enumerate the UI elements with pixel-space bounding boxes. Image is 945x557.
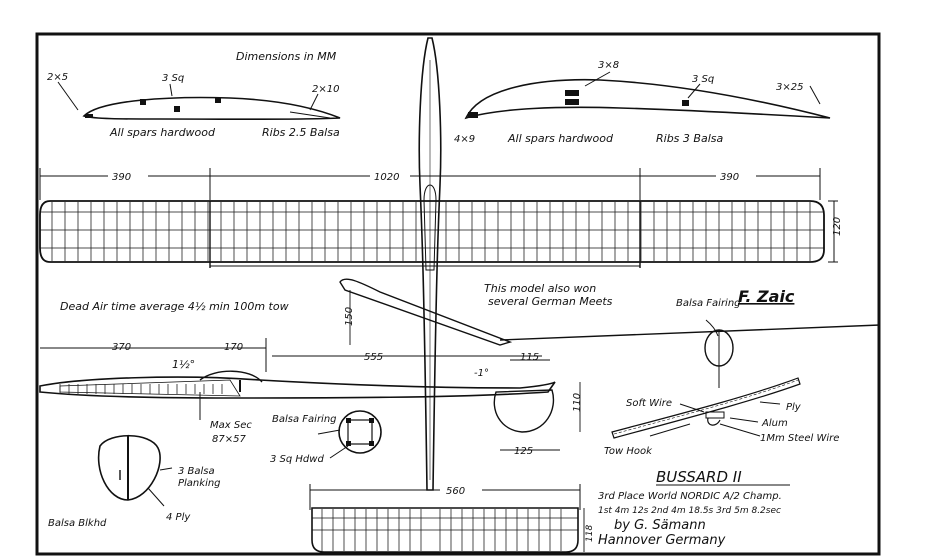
- balsa-fairing-top-label: Balsa Fairing: [676, 298, 741, 309]
- ply-label: 4 Ply: [166, 512, 191, 523]
- root-spar-main-label: 3 Sq: [162, 73, 184, 84]
- angle-front: 1½°: [172, 358, 195, 371]
- wing-chord-dim: 120: [832, 217, 843, 236]
- dim-555: 555: [364, 352, 383, 363]
- title-line4: Hannover Germany: [598, 533, 726, 548]
- fin-height-dim: 150: [344, 307, 355, 326]
- planking-line1: 3 Balsa: [178, 466, 215, 477]
- drawing-border: [35, 32, 881, 556]
- soft-wire-label: Soft Wire: [626, 398, 672, 409]
- planking-line2: Planking: [178, 478, 221, 489]
- balsa-fairing-top: [704, 319, 734, 388]
- record-note-line1: This model also won: [484, 282, 596, 295]
- tip-spar-top-label: 3×8: [598, 60, 619, 71]
- tip-spars-note: All spars hardwood: [507, 132, 614, 145]
- title-line1: 3rd Place World NORDIC A/2 Champ.: [598, 491, 782, 502]
- fuselage-top-view: [418, 37, 442, 491]
- tail-span-dim: 125: [514, 446, 533, 457]
- hardwood-label: 3 Sq Hdwd: [270, 454, 324, 465]
- alum-label: Alum: [761, 418, 788, 429]
- fin-side-view: [339, 278, 881, 346]
- root-spar-le-label: 2×5: [47, 72, 68, 83]
- ply-small-label: Ply: [786, 402, 802, 413]
- dimensions-note: Dimensions in MM: [236, 50, 337, 63]
- root-airfoil: [57, 81, 341, 121]
- max-section-line2: 87×57: [212, 434, 246, 445]
- dim-370: 370: [112, 342, 131, 353]
- model-name: BUSSARD II: [656, 468, 742, 486]
- dim-115: 115: [520, 352, 539, 363]
- designer-signature: F. Zaic: [738, 287, 795, 306]
- tip-airfoil: [464, 71, 831, 120]
- tow-hook-detail: [611, 377, 801, 439]
- fuselage-frames: [59, 384, 223, 394]
- air-time-note: Dead Air time average 4½ min 100m tow: [60, 300, 289, 313]
- title-line2: 1st 4m 12s 2nd 4m 18.5s 3rd 5m 8.2sec: [598, 506, 781, 516]
- tip-spar-te-label: 3×25: [776, 82, 803, 93]
- tail-chord-dim: 110: [572, 393, 583, 412]
- tip-spar-mid-label: 3 Sq: [692, 74, 714, 85]
- dim-170: 170: [224, 342, 243, 353]
- wing-right-panel-dim: 390: [720, 172, 739, 183]
- stab-span-dim: 560: [446, 486, 465, 497]
- tip-spar-le-label: 4×9: [454, 134, 475, 145]
- max-section-line1: Max Sec: [210, 420, 252, 431]
- fuselage-side-view: [39, 338, 581, 451]
- record-note-line2: several German Meets: [488, 295, 613, 308]
- title-line3: by G. Sämann: [614, 518, 706, 533]
- tip-ribs-note: Ribs 3 Balsa: [656, 132, 723, 145]
- root-ribs-note: Ribs 2.5 Balsa: [262, 126, 340, 139]
- wing-left-panel-dim: 390: [112, 172, 131, 183]
- tow-hook-label: Tow Hook: [604, 446, 653, 457]
- stab-chord-dim: 118: [585, 525, 595, 542]
- root-spars-note: All spars hardwood: [109, 126, 216, 139]
- wing-planform: [39, 200, 838, 268]
- root-spar-te-label: 2×10: [312, 84, 339, 95]
- balsa-fairing-line: Balsa Fairing: [272, 414, 337, 425]
- angle-tail: -1°: [474, 368, 489, 379]
- stabilizer-planform: [311, 507, 585, 553]
- fuselage-cross-section: [317, 410, 382, 459]
- bulkhead-label: Balsa Blkhd: [48, 518, 107, 529]
- wing-center-dim: 1020: [374, 172, 399, 183]
- balsa-bulkhead: [97, 435, 173, 507]
- steel-wire-label: 1Mm Steel Wire: [760, 433, 839, 444]
